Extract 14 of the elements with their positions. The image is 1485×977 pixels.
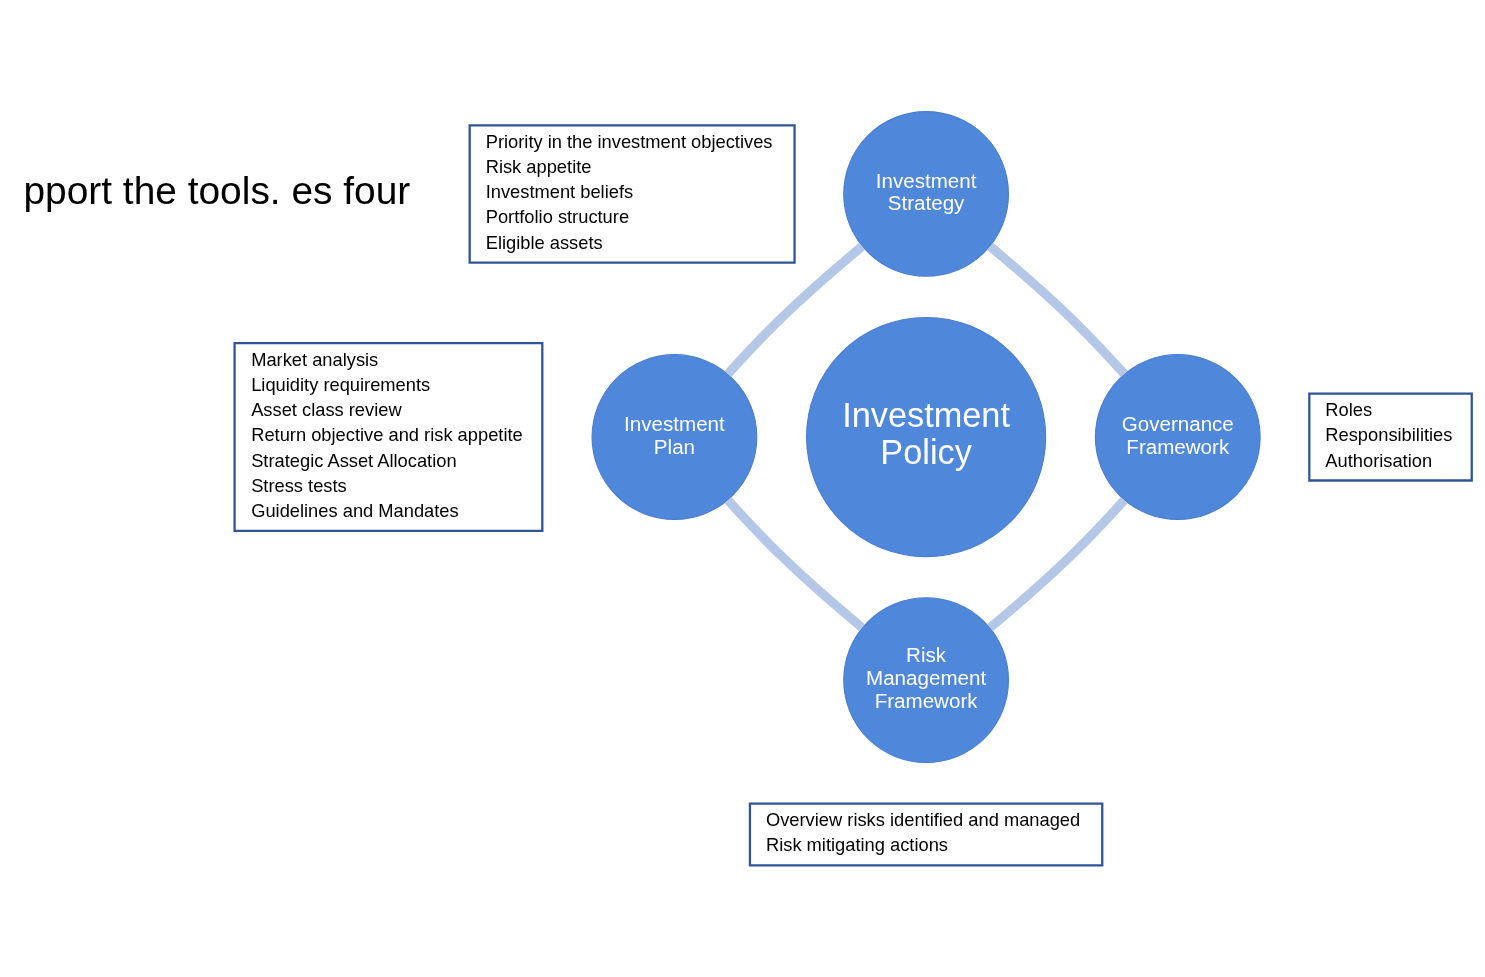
connector	[724, 497, 866, 632]
node-circle: Governance Framework	[1094, 354, 1261, 520]
connector	[987, 497, 1128, 632]
node-circle: Investment Strategy	[843, 111, 1010, 277]
node-box: Roles Responsibilities Authorisation	[1308, 392, 1473, 482]
connector	[724, 242, 866, 377]
label: pport the tools. es four	[23, 168, 411, 212]
node-box: Market analysis Liquidity requirements Asset class review Return objective and risk appetite Strategic Asset Allocation Stress tests Guidelines and Mandates	[233, 342, 544, 532]
connector	[987, 242, 1128, 377]
node-circle: Risk Management Framework	[843, 597, 1010, 764]
node-circle: Investment Policy	[806, 316, 1047, 558]
node-box: Overview risks identified and managed Risk mitigating actions	[748, 802, 1104, 867]
node-box: Priority in the investment objectives Risk appetite Investment beliefs Portfolio structure Eligible assets	[468, 124, 796, 264]
node-circle: Investment Plan	[591, 354, 758, 520]
